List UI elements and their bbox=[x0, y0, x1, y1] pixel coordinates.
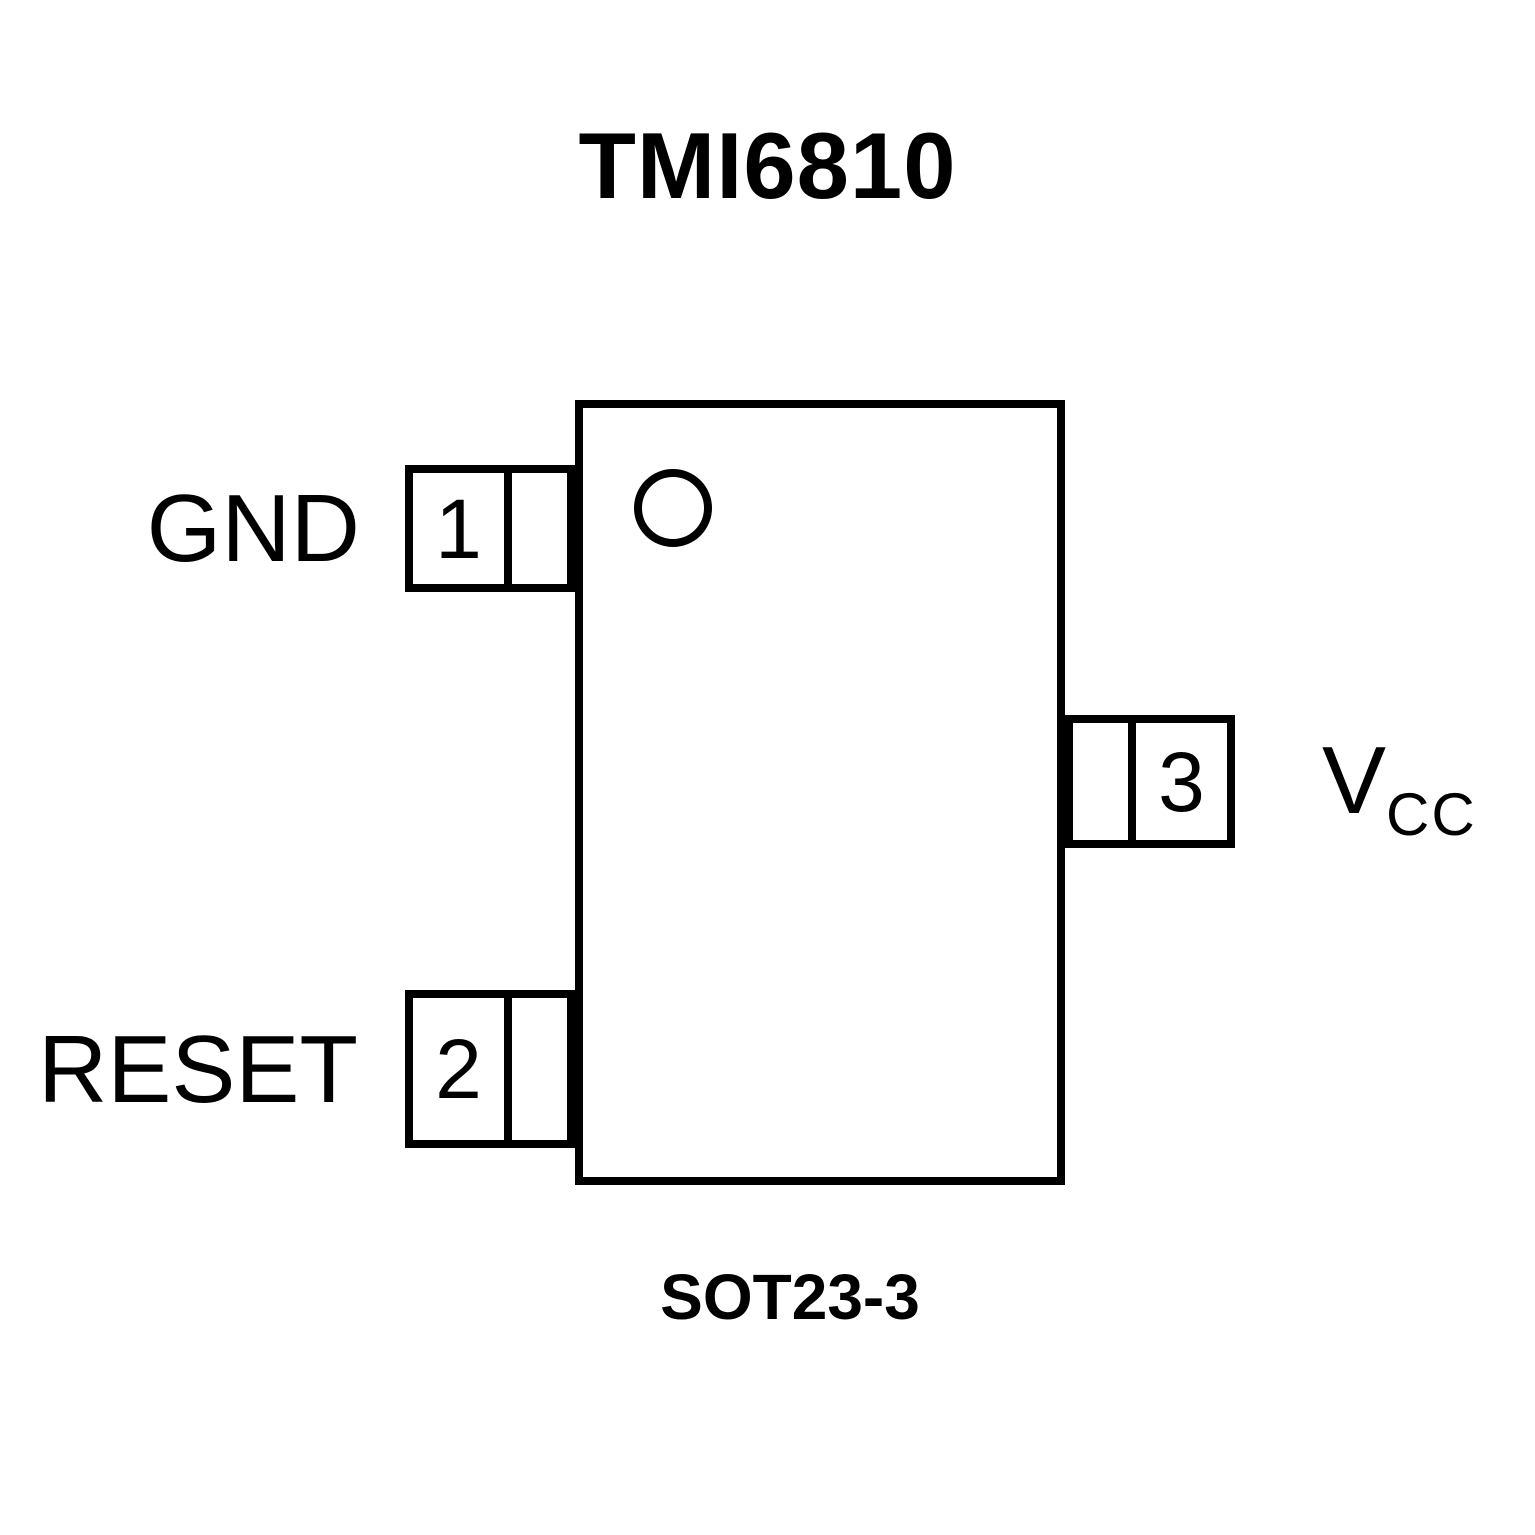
pin1-name-label: GND bbox=[146, 475, 360, 582]
vcc-label-subscript: CC bbox=[1386, 781, 1477, 848]
pin3-number: 3 bbox=[1158, 734, 1205, 829]
pin1-number: 1 bbox=[413, 473, 512, 584]
pin2-lead-stub bbox=[512, 998, 567, 1140]
part-number-title: TMI6810 bbox=[578, 113, 957, 218]
pin2-box: 2 bbox=[405, 990, 575, 1148]
pin1-box: 1 bbox=[405, 465, 575, 592]
pin2-name-label: RESET bbox=[38, 1016, 359, 1123]
pin1-lead-stub bbox=[512, 473, 567, 584]
pin3-name-label: VCC bbox=[1322, 733, 1477, 863]
vcc-label-main: V bbox=[1322, 727, 1387, 834]
pin3-lead-stub bbox=[1073, 723, 1136, 840]
pin3-box: 3 bbox=[1065, 715, 1235, 848]
pin2-number: 2 bbox=[413, 998, 512, 1140]
package-name-label: SOT23-3 bbox=[660, 1261, 920, 1333]
pin1-indicator-dot bbox=[634, 469, 712, 547]
